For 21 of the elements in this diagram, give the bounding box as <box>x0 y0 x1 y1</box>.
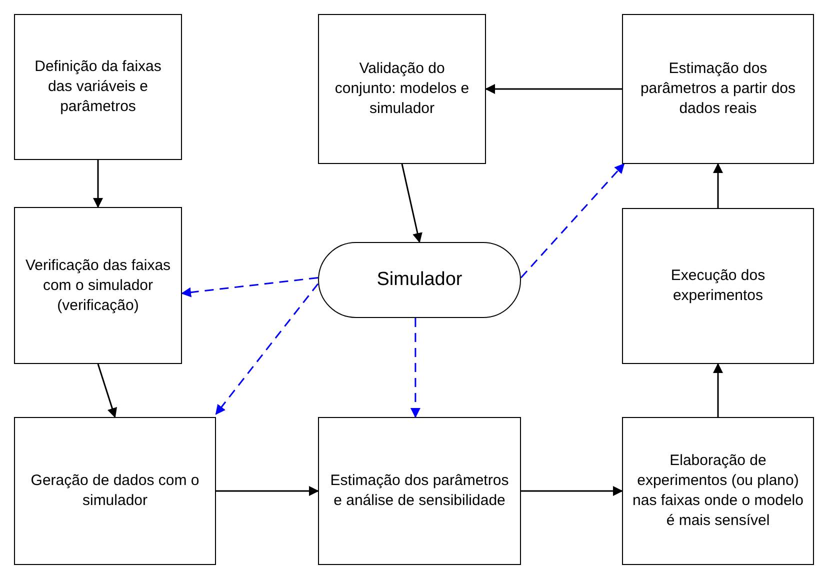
arrow <box>713 163 723 208</box>
arrow <box>713 363 723 417</box>
process-box: Definição da faixas das variáveis e parâmetros <box>14 14 182 160</box>
process-box: Geração de dados com o simulador <box>14 417 216 565</box>
process-box: Estimação dos parâmetros a partir dos dados reais <box>622 14 814 164</box>
process-box: Validação do conjunto: modelos e simulador <box>318 14 486 164</box>
arrow <box>521 486 623 496</box>
process-box: Elaboração de experimentos (ou plano) nas faixas onde o modelo é mais sensível <box>622 417 814 565</box>
arrow <box>410 318 420 418</box>
process-box: Verificação das faixas com o simulador (verificação) <box>14 207 182 364</box>
arrow <box>215 283 319 415</box>
arrow <box>485 84 622 94</box>
arrow <box>181 276 318 298</box>
arrow <box>401 164 422 243</box>
process-box: Estimação dos parâmetros e análise de sensibilidade <box>318 417 521 565</box>
arrow <box>216 486 319 496</box>
arrow <box>93 160 103 208</box>
arrow <box>97 364 117 418</box>
arrow <box>520 163 625 278</box>
terminal-pill: Simulador <box>318 242 521 318</box>
process-box: Execução dos experimentos <box>622 208 814 364</box>
